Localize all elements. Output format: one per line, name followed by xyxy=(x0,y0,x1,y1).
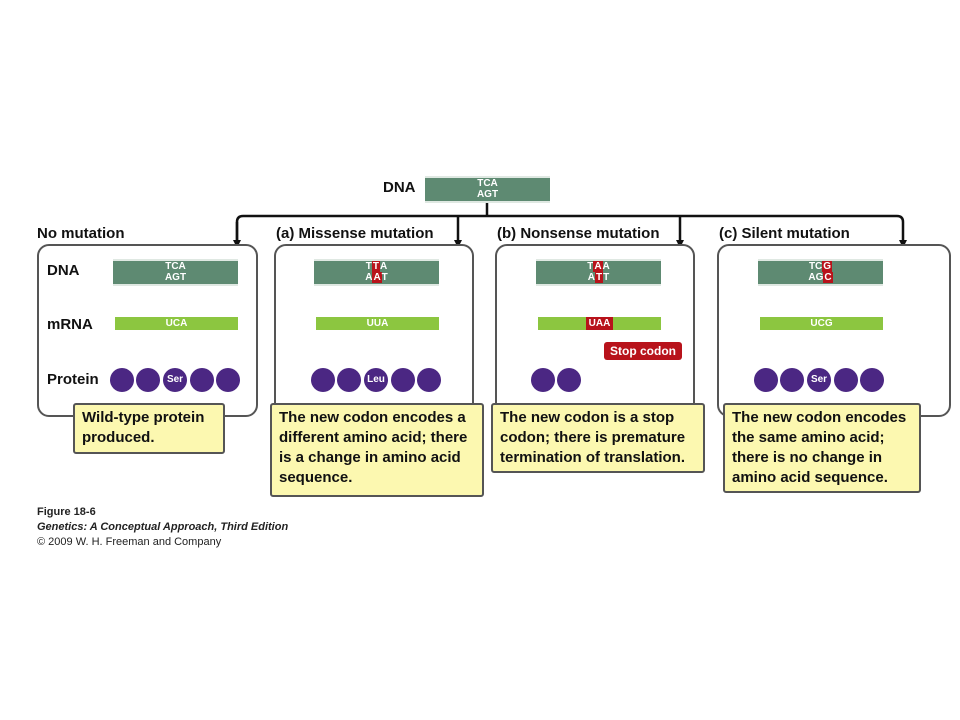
base: A xyxy=(602,261,610,272)
stop-codon-label: Stop codon xyxy=(604,342,682,360)
dna-strand-bottom: AAT xyxy=(314,272,439,286)
mutated-base: A xyxy=(372,272,382,283)
panel-title-silent: (c) Silent mutation xyxy=(719,225,850,242)
amino-acid-circle xyxy=(417,368,441,392)
amino-acid-circle xyxy=(311,368,335,392)
base: TC xyxy=(808,261,823,272)
panel-title-missense: (a) Missense mutation xyxy=(276,225,434,242)
figure-number: Figure 18-6 xyxy=(37,506,96,518)
amino-acid-circle-labeled: Leu xyxy=(364,368,388,392)
amino-acid-circle xyxy=(136,368,160,392)
top-dna-strand-top: TCA xyxy=(425,176,550,190)
top-dna-strand-bottom: AGT xyxy=(425,189,550,203)
stop-codon-highlight: UAA xyxy=(585,317,614,330)
note-nonsense: The new codon is a stop codon; there is … xyxy=(491,403,705,473)
amino-acid-circle xyxy=(754,368,778,392)
dna-strand-bottom: AGC xyxy=(758,272,883,286)
note-no-mutation: Wild-type protein produced. xyxy=(73,403,225,454)
amino-acid-circle-labeled: Ser xyxy=(807,368,831,392)
dna-strand-top: TCA xyxy=(113,259,238,273)
amino-acid-circle xyxy=(531,368,555,392)
amino-acid-circle xyxy=(834,368,858,392)
row-label-mrna: mRNA xyxy=(47,316,93,333)
book-title: Genetics: A Conceptual Approach, Third E… xyxy=(37,521,289,533)
base: T xyxy=(603,272,610,283)
row-label-dna: DNA xyxy=(47,262,80,279)
mrna-strand: UCA xyxy=(115,317,238,330)
mutated-base: T xyxy=(595,272,604,283)
mutated-base: G xyxy=(822,261,833,272)
mrna-strand: UUA xyxy=(316,317,439,330)
note-silent: The new codon encodes the same amino aci… xyxy=(723,403,921,493)
amino-acid-circle xyxy=(557,368,581,392)
dna-strand-top: TTA xyxy=(314,259,439,273)
dna-strand-top: TAA xyxy=(536,259,661,273)
amino-acid-circle xyxy=(391,368,415,392)
mrna-strand: UAA xyxy=(538,317,661,330)
note-missense: The new codon encodes a different amino … xyxy=(270,403,484,497)
base: T xyxy=(381,272,388,283)
amino-acid-circle xyxy=(216,368,240,392)
dna-strand-bottom: AGT xyxy=(113,272,238,286)
amino-acid-circle xyxy=(190,368,214,392)
base: T xyxy=(365,261,372,272)
top-dna-label: DNA xyxy=(383,179,416,196)
copyright: © 2009 W. H. Freeman and Company xyxy=(37,536,222,548)
amino-acid-circle xyxy=(780,368,804,392)
base: A xyxy=(365,272,373,283)
base: A xyxy=(587,272,595,283)
base: T xyxy=(587,261,594,272)
mutated-base: A xyxy=(593,261,603,272)
panel-title-no-mutation: No mutation xyxy=(37,225,125,242)
panel-title-nonsense: (b) Nonsense mutation xyxy=(497,225,660,242)
mutated-base: T xyxy=(371,261,380,272)
base: AG xyxy=(808,272,824,283)
row-label-protein: Protein xyxy=(47,371,99,388)
base: A xyxy=(379,261,388,272)
mrna-strand: UCG xyxy=(760,317,883,330)
dna-strand-bottom: ATT xyxy=(536,272,661,286)
amino-acid-circle xyxy=(337,368,361,392)
amino-acid-circle-labeled: Ser xyxy=(163,368,187,392)
amino-acid-circle xyxy=(110,368,134,392)
mutated-base: C xyxy=(823,272,833,283)
amino-acid-circle xyxy=(860,368,884,392)
dna-strand-top: TCG xyxy=(758,259,883,273)
